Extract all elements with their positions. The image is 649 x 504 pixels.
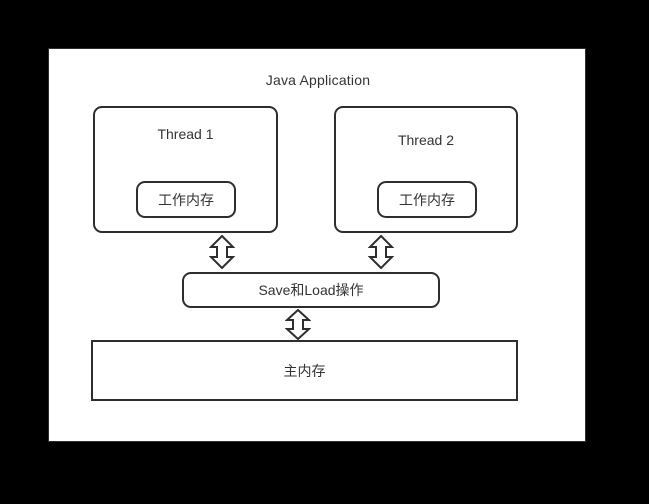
main-memory-label: 主内存 xyxy=(283,362,326,379)
double-headed-vertical-arrow-icon xyxy=(368,235,394,269)
thread-2-working-memory-box: 工作内存 xyxy=(377,181,477,218)
main-memory-box: 主内存 xyxy=(91,340,518,401)
double-headed-vertical-arrow-icon xyxy=(285,309,311,340)
save-and-load-operations-label: Save和Load操作 xyxy=(258,282,364,298)
thread-1-label: Thread 1 xyxy=(157,126,214,142)
thread-2-label: Thread 2 xyxy=(397,132,455,148)
thread-2-working-memory-label: 工作内存 xyxy=(399,191,455,208)
save-and-load-operations-box: Save和Load操作 xyxy=(182,272,440,308)
diagram-title: Java Application xyxy=(265,72,371,88)
double-headed-vertical-arrow-icon xyxy=(209,235,235,269)
thread-1-working-memory-box: 工作内存 xyxy=(136,181,236,218)
thread-1-working-memory-label: 工作内存 xyxy=(158,191,214,208)
diagram-canvas: Java Application Thread 1 工作内存 Thread 2 … xyxy=(48,48,586,442)
